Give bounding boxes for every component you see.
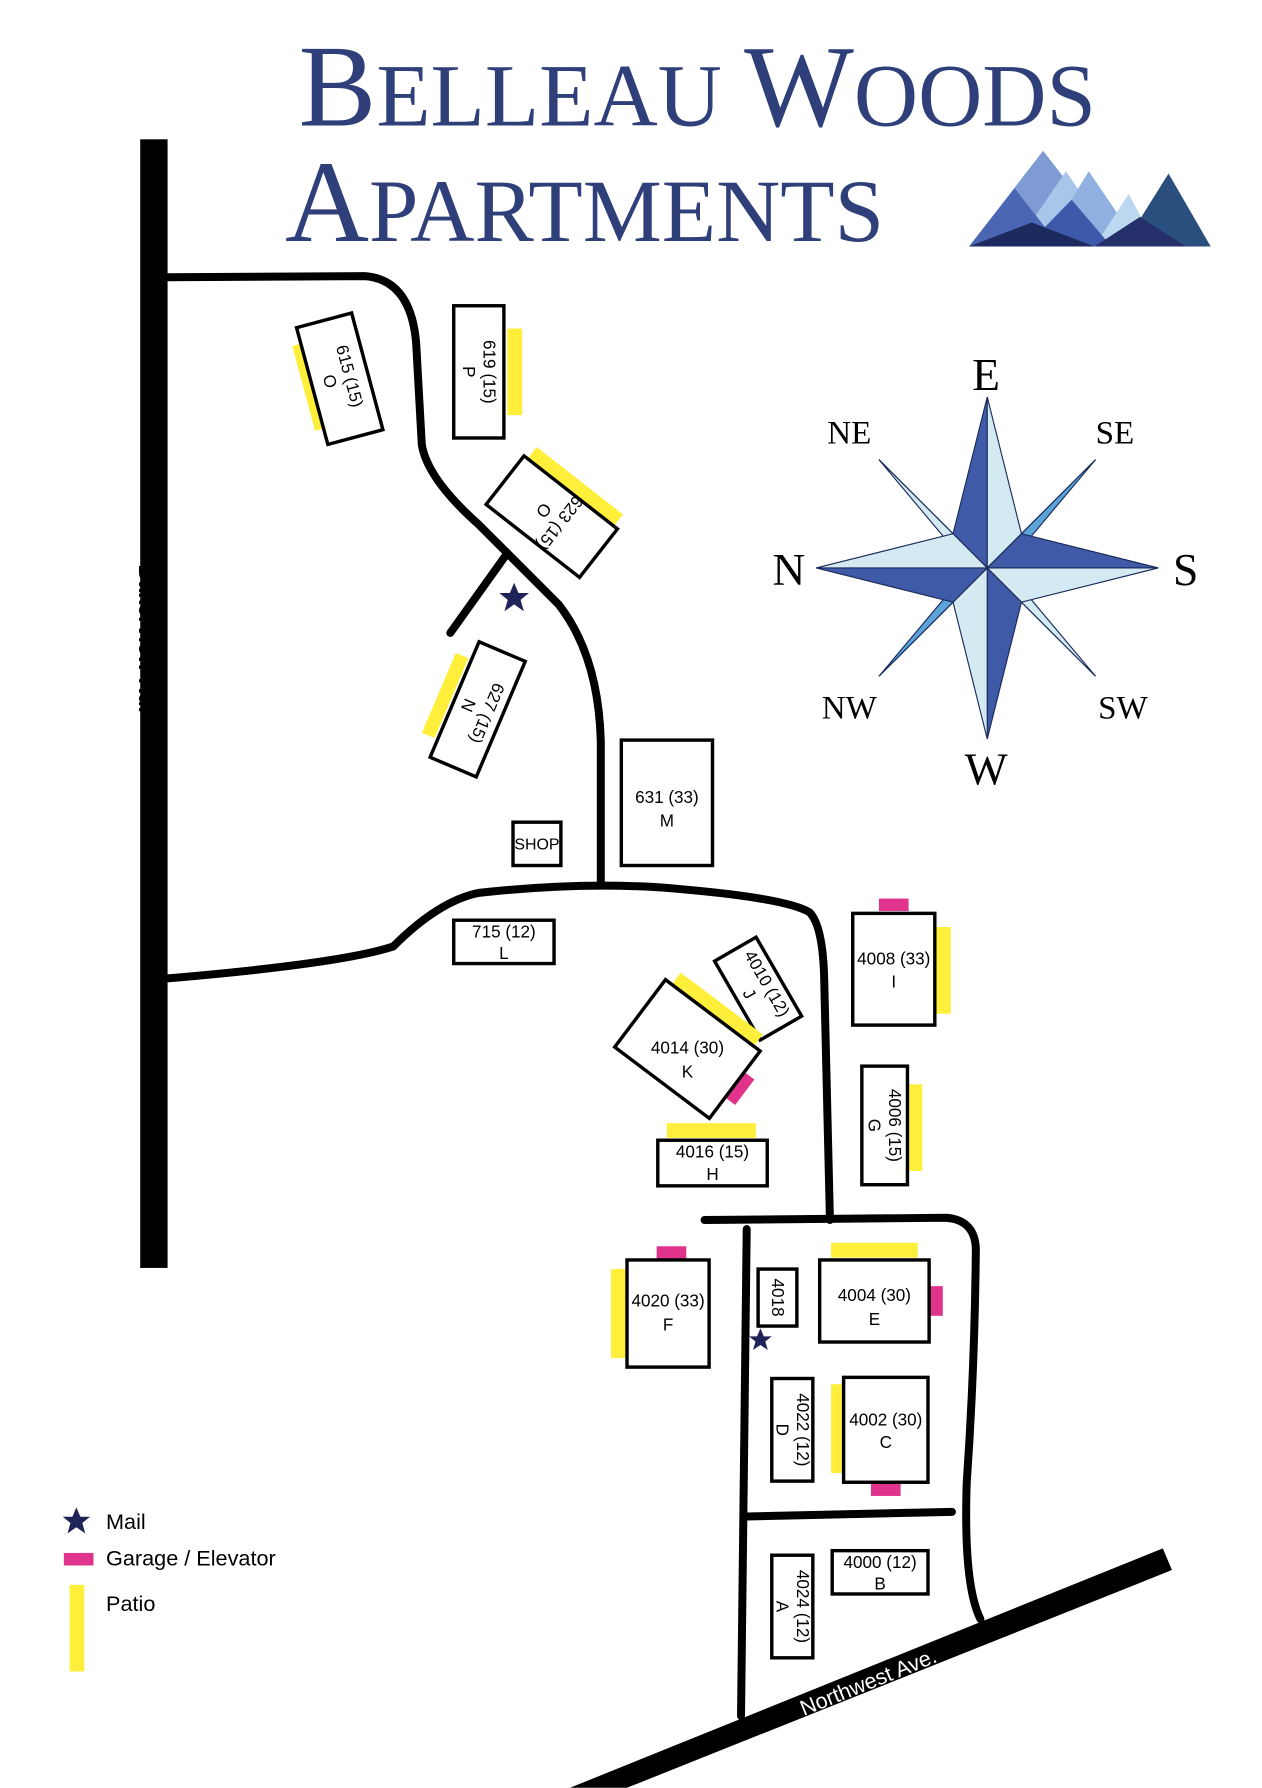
building-4004-number: 4004 (30)	[838, 1286, 911, 1305]
building-4016-number: 4016 (15)	[676, 1142, 749, 1161]
building-715[interactable]: 715 (12) L	[452, 918, 556, 966]
legend-patio-swatch	[69, 1584, 85, 1672]
mountain-logo-icon	[969, 150, 1211, 247]
building-4000-letter: B	[874, 1574, 885, 1593]
building-4010[interactable]: 4010 (12) J	[712, 934, 804, 1043]
patio	[935, 927, 951, 1014]
legend-garage-label: Garage / Elevator	[106, 1545, 276, 1570]
title-block: BELLEAU WOODS APARTMENTS	[285, 23, 1096, 267]
compass-se: SE	[1096, 416, 1135, 452]
building-4006[interactable]: 4006 (15) G	[860, 1064, 923, 1187]
building-615-letter: O	[319, 373, 341, 391]
patio	[507, 328, 523, 416]
patio	[907, 1084, 923, 1172]
northwest-avenue	[570, 1548, 1172, 1788]
building-4002-letter: C	[880, 1433, 892, 1452]
compass-nw: NW	[822, 690, 878, 726]
building-4008-number: 4008 (33)	[857, 950, 930, 969]
building-4002-number: 4002 (30)	[849, 1410, 922, 1429]
building-619-letter: P	[459, 366, 478, 377]
building-4022[interactable]: 4022 (12) D	[770, 1376, 815, 1483]
garage	[870, 1483, 901, 1496]
building-4020[interactable]: 4020 (33) F	[611, 1246, 711, 1369]
building-4018-number: 4018	[768, 1279, 787, 1317]
patio	[528, 447, 623, 526]
building-619-number: 619 (15)	[479, 340, 498, 404]
bakerview-road	[140, 139, 168, 1268]
compass-s: S	[1173, 544, 1198, 595]
compass-w: W	[965, 744, 1008, 795]
building-4006-letter: G	[865, 1119, 884, 1132]
building-631-letter: M	[660, 812, 674, 831]
building-4024-number: 4024 (12)	[793, 1570, 812, 1643]
patio	[666, 1123, 756, 1138]
roads	[140, 139, 1172, 1788]
legend: Mail Garage / Elevator Patio	[62, 1507, 276, 1672]
compass-e: E	[972, 349, 1000, 400]
building-631[interactable]: 631 (33) M	[619, 738, 715, 868]
building-715-letter: L	[499, 944, 509, 963]
building-4024-letter: A	[772, 1601, 791, 1613]
building-627[interactable]: 627 (15) N	[414, 635, 528, 780]
building-631-number: 631 (33)	[635, 788, 699, 807]
building-4002[interactable]: 4002 (30) C	[831, 1375, 930, 1496]
building-4014[interactable]: 4014 (30) K	[611, 968, 779, 1131]
building-623[interactable]: 623 (15) O	[483, 444, 626, 580]
building-4022-number: 4022 (12)	[793, 1393, 812, 1466]
compass-sw: SW	[1098, 690, 1148, 726]
legend-garage-swatch	[63, 1552, 94, 1566]
bakerview-road-label: Bakerview Rd.	[134, 565, 159, 713]
garage	[656, 1246, 687, 1259]
legend-mail-star-icon	[62, 1507, 91, 1534]
patio	[672, 972, 763, 1046]
mail-star-icon	[499, 582, 529, 612]
mail-star-icon	[748, 1328, 772, 1351]
building-4022-letter: D	[772, 1424, 791, 1436]
building-4024[interactable]: 4024 (12) A	[770, 1553, 815, 1660]
garage	[725, 1071, 755, 1106]
building-4018[interactable]: 4018	[756, 1267, 799, 1328]
building-4008-letter: I	[891, 972, 896, 991]
building-4004[interactable]: 4004 (30) E	[817, 1242, 943, 1344]
building-4014-letter: K	[682, 1063, 694, 1082]
title-line-1: BELLEAU WOODS	[299, 23, 1096, 152]
building-4020-number: 4020 (33)	[631, 1292, 704, 1311]
building-4008[interactable]: 4008 (33) I	[851, 898, 951, 1027]
title-line-2: APARTMENTS	[285, 138, 884, 267]
garage	[929, 1286, 943, 1316]
garage	[878, 898, 909, 912]
northwest-avenue-label: Northwest Ave.	[796, 1643, 940, 1721]
compass-rose-icon	[816, 396, 1159, 740]
building-4004-letter: E	[869, 1310, 880, 1329]
building-619[interactable]: 619 (15) P	[452, 304, 523, 440]
building-4016[interactable]: 4016 (15) H	[656, 1123, 769, 1188]
building-4016-letter: H	[706, 1165, 718, 1184]
patio	[421, 652, 469, 739]
legend-mail-label: Mail	[106, 1509, 146, 1534]
patio	[611, 1269, 626, 1358]
building-shop[interactable]: SHOP	[511, 820, 563, 868]
building-4006-number: 4006 (15)	[885, 1089, 904, 1162]
building-715-number: 715 (12)	[472, 922, 536, 941]
building-4014-number: 4014 (30)	[651, 1039, 724, 1058]
compass-ne: NE	[827, 416, 871, 452]
compass-n: N	[772, 544, 805, 595]
building-4020-letter: F	[663, 1316, 673, 1335]
patio	[831, 1242, 918, 1258]
buildings: 615 (15) O 619 (15) P 623 (15) O 62	[288, 304, 951, 1660]
building-4000[interactable]: 4000 (12) B	[830, 1548, 930, 1596]
compass-labels: E W N S NE SE NW SW	[772, 349, 1198, 794]
building-4000-number: 4000 (12)	[844, 1553, 917, 1572]
shop-label: SHOP	[514, 837, 559, 854]
legend-patio-label: Patio	[106, 1591, 155, 1616]
building-615[interactable]: 615 (15) O	[288, 310, 385, 447]
